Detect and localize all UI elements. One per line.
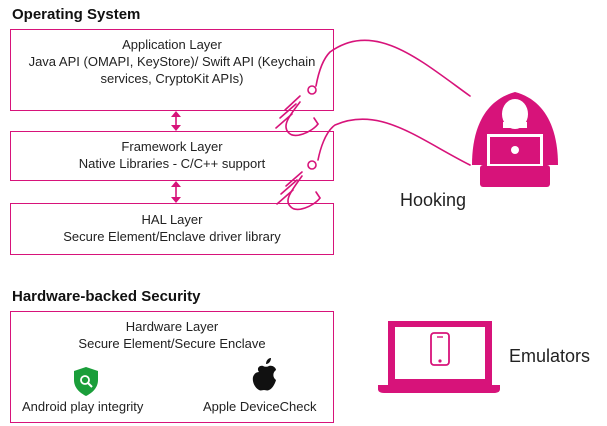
android-play-integrity-label: Android play integrity [22, 399, 144, 414]
application-layer-line-2: services, CryptoKit APIs) [100, 71, 244, 86]
hardware-layer-line-1: Secure Element/Secure Enclave [78, 336, 266, 351]
application-layer-title: Application Layer [122, 37, 222, 52]
fishing-hook-icon [276, 118, 471, 211]
application-layer-line-1: Java API (OMAPI, KeyStore)/ Swift API (K… [28, 54, 316, 69]
laptop-phone-icon [378, 321, 500, 393]
emulators-label: Emulators [509, 346, 591, 366]
framework-layer-title: Framework Layer [121, 139, 223, 154]
application-layer-box: Application Layer Java API (OMAPI, KeySt… [10, 29, 334, 111]
hal-layer-line-1: Secure Element/Enclave driver library [63, 229, 281, 244]
hardware-layer-title: Hardware Layer [125, 319, 219, 334]
hardware-layer-box: Hardware Layer Secure Element/Secure Enc… [10, 311, 334, 423]
hooded-hacker-icon [472, 92, 558, 187]
double-arrow-icon [171, 111, 181, 131]
framework-layer-box: Framework Layer Native Libraries - C/C++… [10, 131, 334, 181]
framework-layer-line-1: Native Libraries - C/C++ support [78, 156, 266, 171]
hooking-label: Hooking [400, 190, 467, 210]
shield-search-icon [74, 367, 98, 396]
os-section-title: Operating System [12, 6, 141, 23]
apple-logo-icon [252, 358, 276, 391]
hal-layer-title: HAL Layer [141, 212, 203, 227]
double-arrow-icon [171, 181, 181, 203]
fishing-hook-icon [275, 39, 471, 137]
hw-section-title: Hardware-backed Security [12, 288, 201, 305]
apple-devicecheck-label: Apple DeviceCheck [203, 399, 317, 414]
hal-layer-box: HAL Layer Secure Element/Enclave driver … [10, 203, 334, 255]
